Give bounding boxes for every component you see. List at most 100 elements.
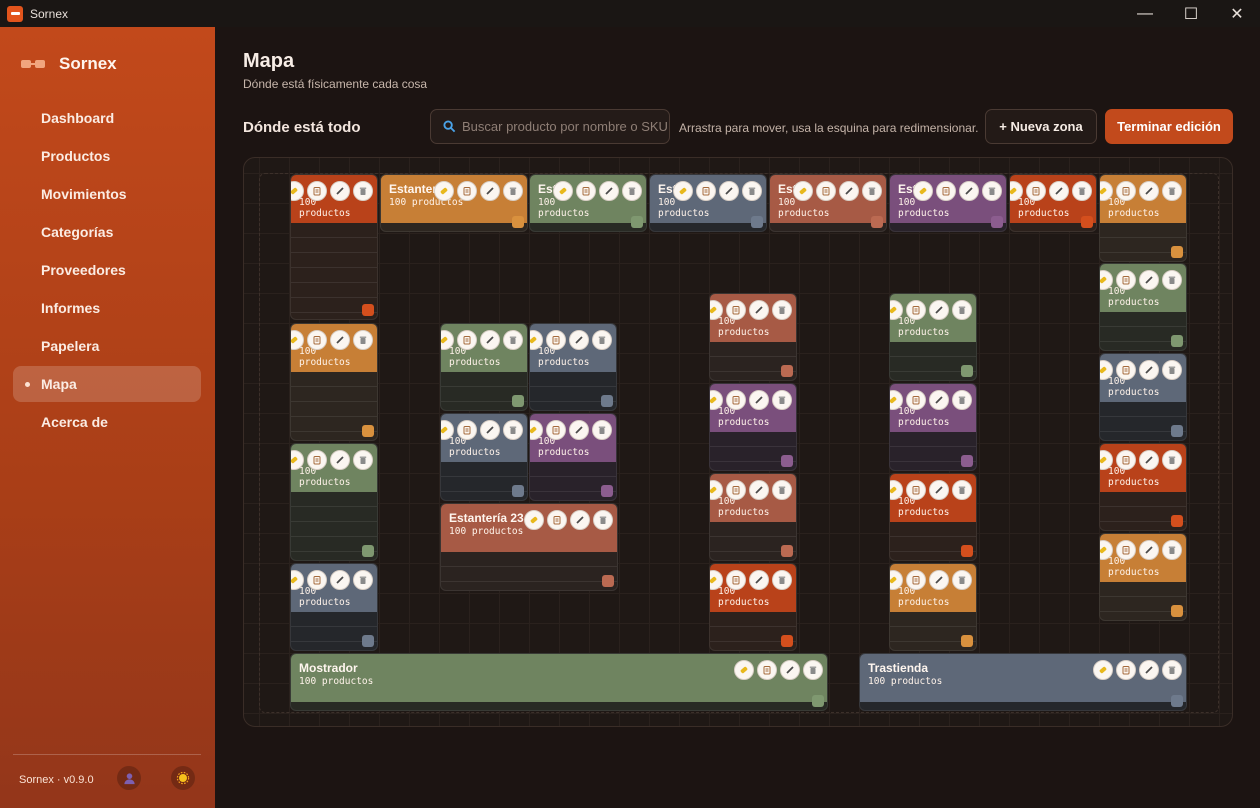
trash-icon[interactable] bbox=[1162, 540, 1182, 560]
map-zone[interactable]: 100 productos bbox=[440, 413, 528, 501]
map-zone[interactable]: 100 productos bbox=[889, 383, 977, 471]
clipboard-icon[interactable] bbox=[1116, 450, 1136, 470]
tag-icon[interactable] bbox=[890, 390, 903, 410]
clipboard-icon[interactable] bbox=[726, 570, 746, 590]
map-zone[interactable]: 100 productos bbox=[290, 443, 378, 561]
resize-handle[interactable] bbox=[781, 365, 793, 377]
resize-handle[interactable] bbox=[601, 395, 613, 407]
resize-handle[interactable] bbox=[781, 635, 793, 647]
resize-handle[interactable] bbox=[1081, 216, 1093, 228]
tag-icon[interactable] bbox=[1010, 181, 1023, 201]
trash-icon[interactable] bbox=[622, 181, 642, 201]
sidebar-item-mapa[interactable]: Mapa bbox=[13, 366, 201, 402]
tag-icon[interactable] bbox=[710, 570, 723, 590]
pencil-icon[interactable] bbox=[749, 390, 769, 410]
clipboard-icon[interactable] bbox=[307, 181, 327, 201]
tag-icon[interactable] bbox=[291, 181, 304, 201]
trash-icon[interactable] bbox=[1162, 270, 1182, 290]
resize-handle[interactable] bbox=[991, 216, 1003, 228]
resize-handle[interactable] bbox=[512, 216, 524, 228]
map-zone[interactable]: 100 productos bbox=[709, 563, 797, 651]
clipboard-icon[interactable] bbox=[307, 570, 327, 590]
resize-handle[interactable] bbox=[1171, 425, 1183, 437]
resize-handle[interactable] bbox=[1171, 605, 1183, 617]
sidebar-item-categor-as[interactable]: Categorías bbox=[41, 224, 114, 240]
trash-icon[interactable] bbox=[353, 570, 373, 590]
search-input[interactable] bbox=[462, 119, 667, 134]
resize-handle[interactable] bbox=[631, 216, 643, 228]
clipboard-icon[interactable] bbox=[576, 181, 596, 201]
pencil-icon[interactable] bbox=[1049, 181, 1069, 201]
trash-icon[interactable] bbox=[1072, 181, 1092, 201]
pencil-icon[interactable] bbox=[929, 480, 949, 500]
trash-icon[interactable] bbox=[952, 570, 972, 590]
resize-handle[interactable] bbox=[1171, 695, 1183, 707]
user-icon[interactable] bbox=[117, 766, 141, 790]
tag-icon[interactable] bbox=[530, 330, 543, 350]
clipboard-icon[interactable] bbox=[1116, 660, 1136, 680]
trash-icon[interactable] bbox=[503, 181, 523, 201]
tag-icon[interactable] bbox=[673, 181, 693, 201]
pencil-icon[interactable] bbox=[480, 181, 500, 201]
trash-icon[interactable] bbox=[1162, 450, 1182, 470]
resize-handle[interactable] bbox=[362, 425, 374, 437]
tag-icon[interactable] bbox=[530, 420, 543, 440]
map-zone[interactable]: 100 productos bbox=[529, 323, 617, 411]
clipboard-icon[interactable] bbox=[816, 181, 836, 201]
clipboard-icon[interactable] bbox=[1116, 540, 1136, 560]
clipboard-icon[interactable] bbox=[906, 480, 926, 500]
pencil-icon[interactable] bbox=[330, 450, 350, 470]
sidebar-item-acerca-de[interactable]: Acerca de bbox=[41, 414, 108, 430]
pencil-icon[interactable] bbox=[1139, 360, 1159, 380]
clipboard-icon[interactable] bbox=[457, 420, 477, 440]
clipboard-icon[interactable] bbox=[1116, 360, 1136, 380]
trash-icon[interactable] bbox=[772, 480, 792, 500]
resize-handle[interactable] bbox=[1171, 515, 1183, 527]
resize-handle[interactable] bbox=[812, 695, 824, 707]
map-zone[interactable]: 100 productos bbox=[290, 563, 378, 651]
clipboard-icon[interactable] bbox=[726, 480, 746, 500]
pencil-icon[interactable] bbox=[1139, 181, 1159, 201]
map-zone[interactable]: 100 productos bbox=[1099, 353, 1187, 441]
resize-handle[interactable] bbox=[961, 545, 973, 557]
map-zone[interactable]: 100 productos bbox=[529, 413, 617, 501]
tag-icon[interactable] bbox=[1093, 660, 1113, 680]
tag-icon[interactable] bbox=[1100, 360, 1113, 380]
trash-icon[interactable] bbox=[353, 181, 373, 201]
tag-icon[interactable] bbox=[434, 181, 454, 201]
map-zone[interactable]: 100 productos bbox=[889, 293, 977, 381]
sidebar-item-productos[interactable]: Productos bbox=[41, 148, 111, 164]
trash-icon[interactable] bbox=[503, 330, 523, 350]
resize-handle[interactable] bbox=[781, 455, 793, 467]
pencil-icon[interactable] bbox=[330, 570, 350, 590]
sidebar-item-papelera[interactable]: Papelera bbox=[41, 338, 100, 354]
tag-icon[interactable] bbox=[710, 390, 723, 410]
tag-icon[interactable] bbox=[291, 450, 304, 470]
pencil-icon[interactable] bbox=[1139, 660, 1159, 680]
trash-icon[interactable] bbox=[592, 330, 612, 350]
finish-editing-button[interactable]: Terminar edición bbox=[1105, 109, 1233, 144]
clipboard-icon[interactable] bbox=[1116, 181, 1136, 201]
clipboard-icon[interactable] bbox=[546, 420, 566, 440]
tag-icon[interactable] bbox=[890, 570, 903, 590]
clipboard-icon[interactable] bbox=[457, 181, 477, 201]
map-zone[interactable]: 100 productos bbox=[290, 323, 378, 441]
trash-icon[interactable] bbox=[742, 181, 762, 201]
trash-icon[interactable] bbox=[592, 420, 612, 440]
pencil-icon[interactable] bbox=[330, 330, 350, 350]
trash-icon[interactable] bbox=[593, 510, 613, 530]
clipboard-icon[interactable] bbox=[906, 570, 926, 590]
trash-icon[interactable] bbox=[1162, 181, 1182, 201]
tag-icon[interactable] bbox=[793, 181, 813, 201]
clipboard-icon[interactable] bbox=[307, 450, 327, 470]
clipboard-icon[interactable] bbox=[906, 390, 926, 410]
pencil-icon[interactable] bbox=[599, 181, 619, 201]
trash-icon[interactable] bbox=[1162, 360, 1182, 380]
trash-icon[interactable] bbox=[803, 660, 823, 680]
tag-icon[interactable] bbox=[890, 300, 903, 320]
clipboard-icon[interactable] bbox=[457, 330, 477, 350]
tag-icon[interactable] bbox=[710, 480, 723, 500]
